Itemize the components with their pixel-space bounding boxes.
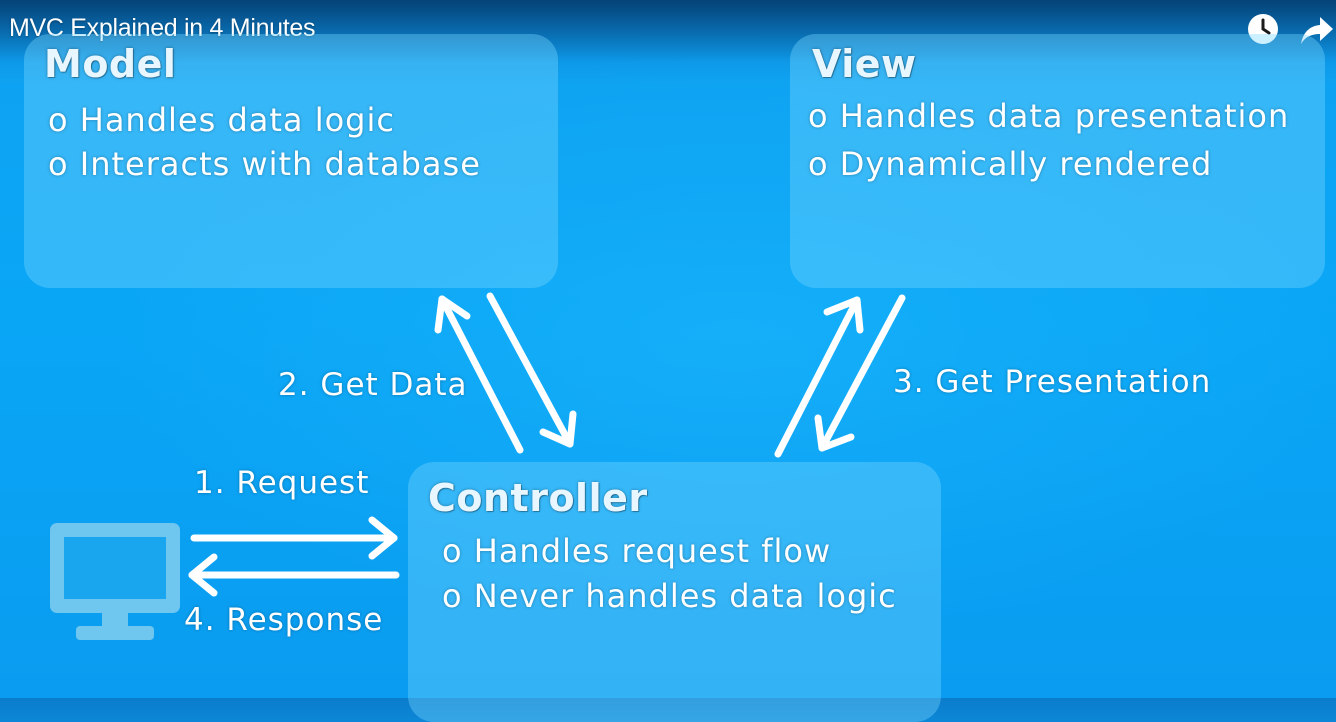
view-bullet: o Handles data presentation [808, 97, 1290, 135]
arrow-request [190, 516, 398, 560]
computer-monitor-icon [50, 523, 180, 640]
get-presentation-label: 3. Get Presentation [893, 364, 1212, 400]
view-bullet: o Dynamically rendered [808, 145, 1213, 183]
arrow-controller-to-view [774, 296, 864, 458]
controller-box [408, 462, 941, 722]
clock-icon[interactable] [1246, 12, 1280, 46]
share-icon[interactable] [1300, 14, 1334, 48]
request-label: 1. Request [194, 465, 370, 501]
view-box [790, 34, 1325, 288]
video-title[interactable]: MVC Explained in 4 Minutes [9, 14, 316, 42]
controller-title: Controller [428, 476, 648, 520]
arrow-model-to-controller [486, 292, 577, 448]
view-title: View [812, 42, 917, 86]
model-bullet: o Handles data logic [48, 101, 395, 139]
video-top-bar [0, 0, 1336, 62]
model-title: Model [44, 42, 177, 86]
arrow-view-to-controller [814, 294, 906, 452]
model-bullet: o Interacts with database [48, 145, 481, 183]
get-data-label: 2. Get Data [278, 367, 468, 403]
controller-bullet: o Never handles data logic [442, 577, 897, 615]
arrow-response [188, 553, 400, 597]
model-box [24, 34, 558, 288]
arrow-controller-to-model [434, 295, 524, 454]
response-label: 4. Response [184, 602, 384, 638]
diagram-arrows [50, 292, 906, 640]
controller-bullet: o Handles request flow [442, 532, 832, 570]
